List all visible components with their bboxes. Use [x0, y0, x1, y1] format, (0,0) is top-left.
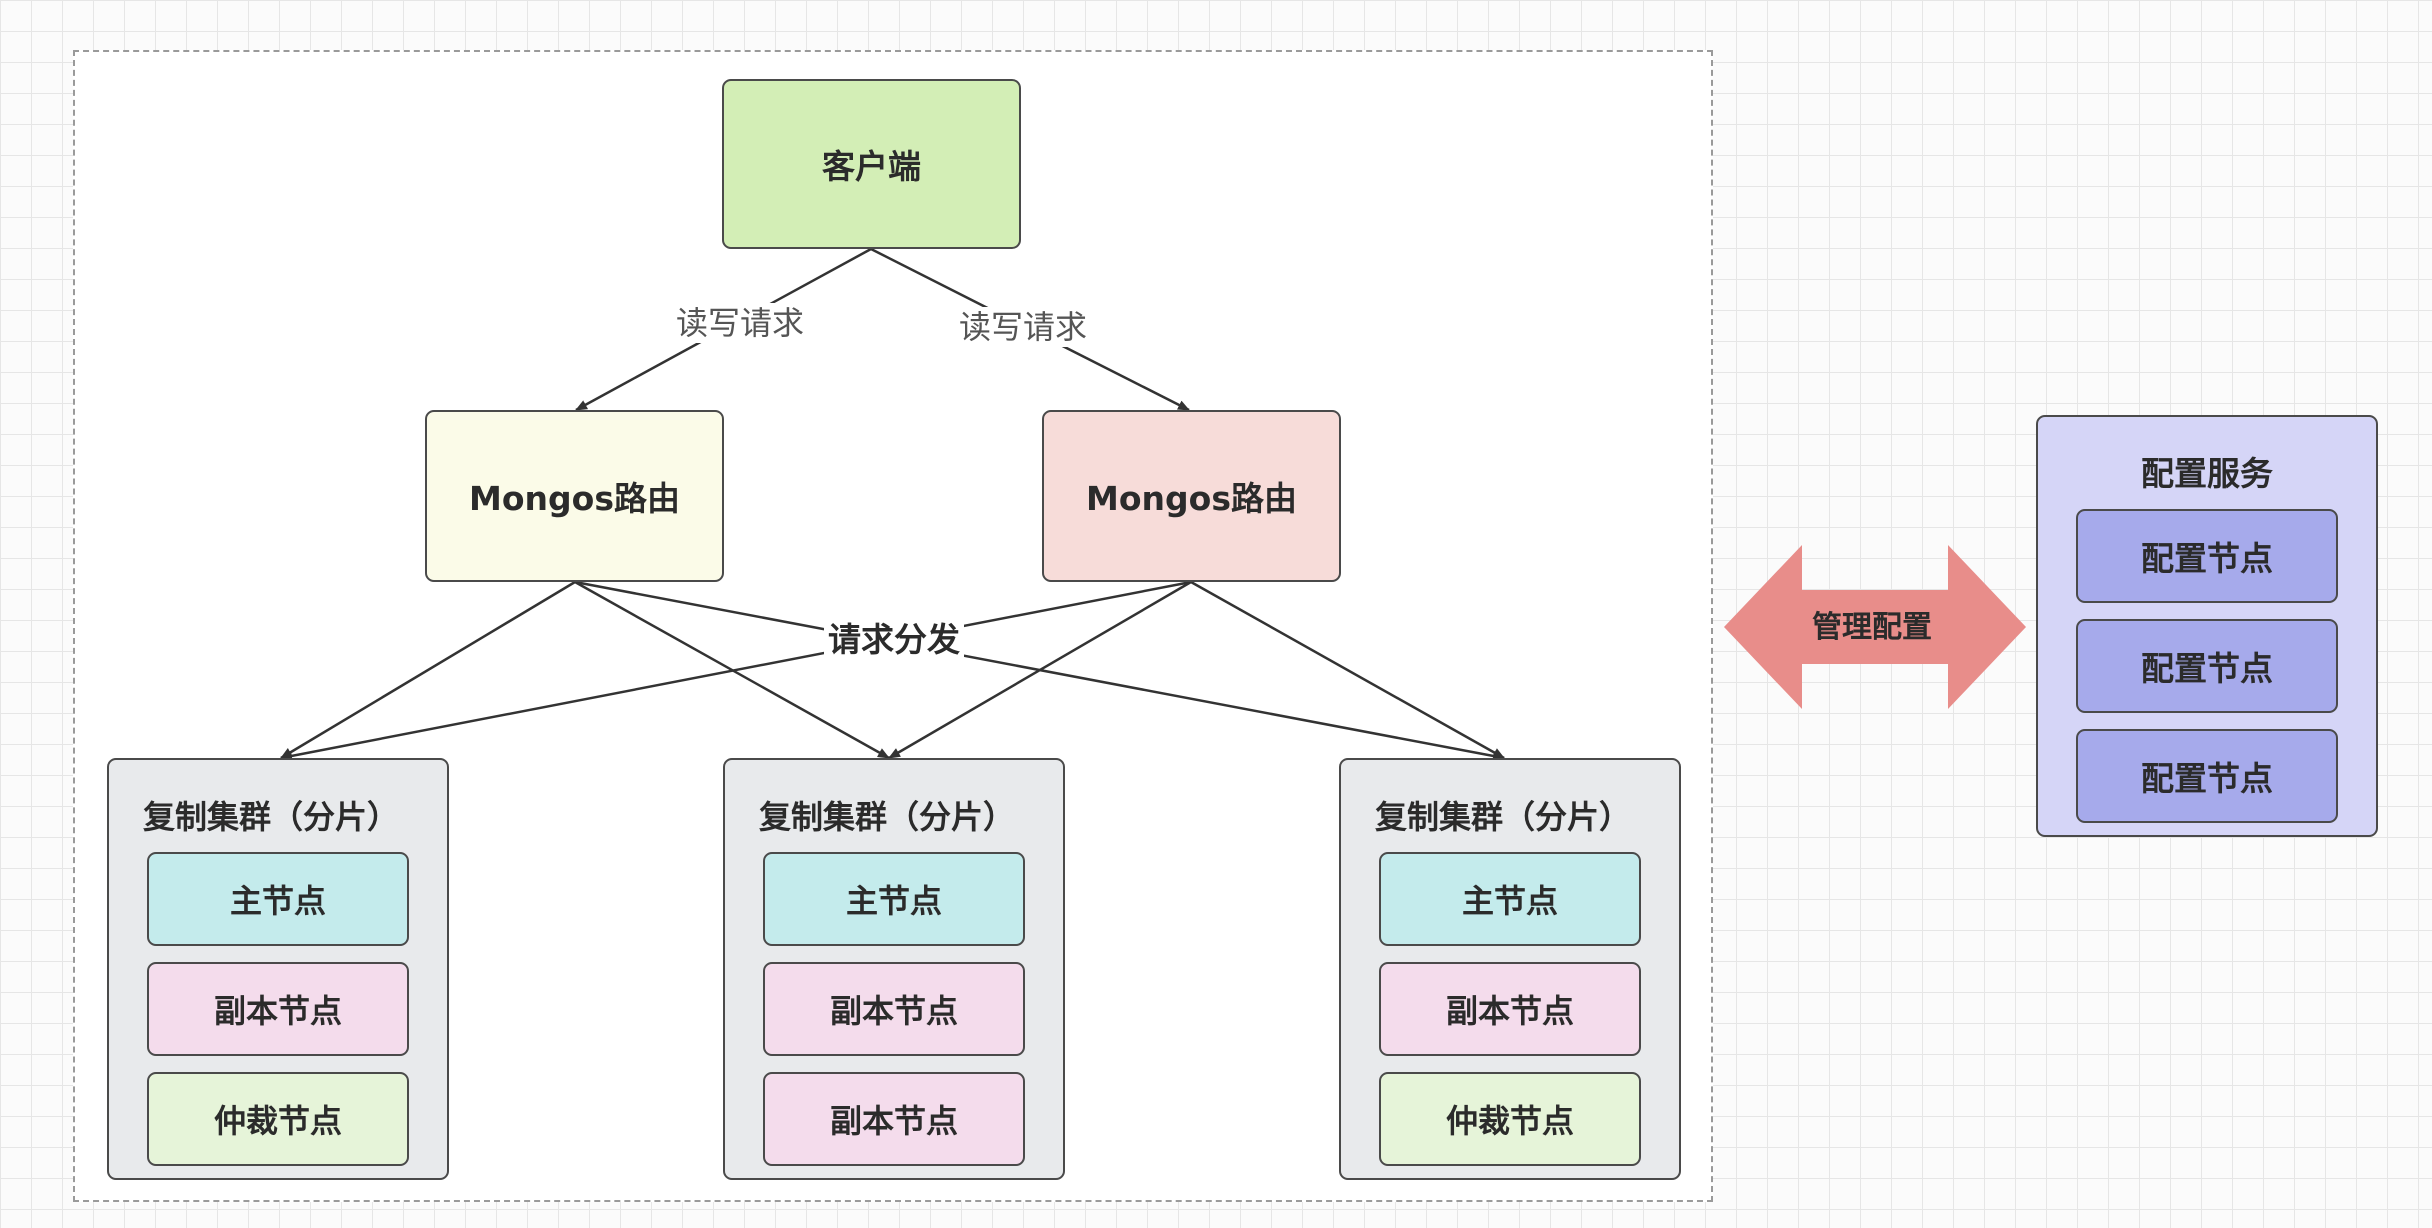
edge-routerA-cluster1: [280, 580, 576, 760]
edge-label-rw-right: 读写请求: [955, 307, 1092, 347]
primary-node[interactable]: 主节点: [147, 852, 409, 946]
cluster-title: 复制集群（分片）: [143, 798, 400, 836]
mongos-router-right[interactable]: Mongos路由: [1042, 410, 1341, 582]
replica-node[interactable]: 副本节点: [763, 962, 1025, 1056]
replica-node[interactable]: 副本节点: [763, 1072, 1025, 1166]
edge-label-dispatch: 请求分发: [824, 620, 964, 660]
replica-cluster-3[interactable]: 复制集群（分片） 主节点 副本节点 仲裁节点: [1339, 758, 1681, 1180]
edge-routerB-cluster1: [280, 580, 1192, 761]
arbiter-node[interactable]: 仲裁节点: [1379, 1072, 1641, 1166]
edge-routerB-cluster2: [888, 580, 1192, 760]
cluster-title: 复制集群（分片）: [1375, 798, 1632, 836]
config-service[interactable]: 配置服务 配置节点 配置节点 配置节点: [2036, 415, 2378, 837]
manage-config-label: 管理配置: [1812, 610, 1932, 645]
config-node[interactable]: 配置节点: [2076, 729, 2338, 823]
config-node[interactable]: 配置节点: [2076, 509, 2338, 603]
arbiter-node[interactable]: 仲裁节点: [147, 1072, 409, 1166]
edge-label-rw-left: 读写请求: [672, 303, 809, 343]
manage-double-arrow: [1724, 545, 2026, 709]
cluster-title: 复制集群（分片）: [759, 798, 1016, 836]
client-node[interactable]: 客户端: [722, 79, 1021, 249]
replica-cluster-1[interactable]: 复制集群（分片） 主节点 副本节点 仲裁节点: [107, 758, 449, 1180]
config-service-title: 配置服务: [2141, 454, 2273, 493]
replica-cluster-2[interactable]: 复制集群（分片） 主节点 副本节点 副本节点: [723, 758, 1065, 1180]
edge-routerB-cluster3: [1190, 580, 1505, 760]
config-node[interactable]: 配置节点: [2076, 619, 2338, 713]
primary-node[interactable]: 主节点: [1379, 852, 1641, 946]
replica-node[interactable]: 副本节点: [1379, 962, 1641, 1056]
mongos-router-left[interactable]: Mongos路由: [425, 410, 724, 582]
primary-node[interactable]: 主节点: [763, 852, 1025, 946]
replica-node[interactable]: 副本节点: [147, 962, 409, 1056]
